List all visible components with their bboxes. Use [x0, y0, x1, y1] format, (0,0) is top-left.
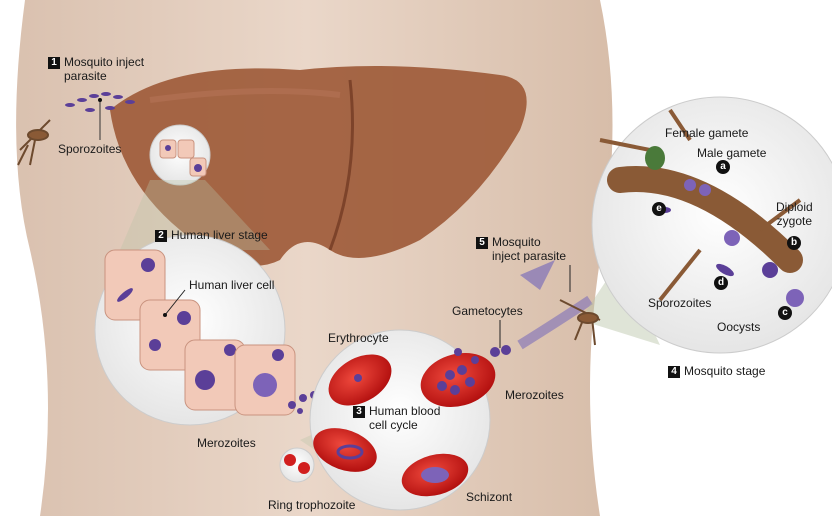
label-human-liver-cell: Human liver cell — [189, 278, 274, 292]
badge-a: a — [716, 160, 730, 174]
step-3-badge: 3 — [353, 406, 365, 418]
label-sporozoites-right: Sporozoites — [648, 296, 711, 310]
label-diploid-zygote: Diploid zygote — [776, 200, 813, 228]
step-2-text: Human liver stage — [171, 228, 268, 242]
liver-zoom-small — [150, 125, 210, 185]
step-4-badge: 4 — [668, 366, 680, 378]
label-male-gamete: Male gamete — [697, 146, 766, 160]
step-5-text-line1: Mosquito — [492, 235, 541, 249]
step-4-label: 4 Mosquito stage — [668, 364, 765, 378]
label-oocysts: Oocysts — [717, 320, 760, 334]
step-2-label: 2 Human liver stage — [155, 228, 268, 242]
step-3-text-line2: cell cycle — [369, 418, 418, 432]
badge-b: b — [787, 236, 801, 250]
step-5-label: 5 Mosquito inject parasite — [476, 235, 566, 263]
label-female-gamete: Female gamete — [665, 126, 748, 140]
label-ring-trophozoite: Ring trophozoite — [268, 498, 355, 512]
step-1-label: 1 Mosquito inject parasite — [48, 55, 144, 83]
label-erythrocyte: Erythrocyte — [328, 331, 389, 345]
step-5-badge: 5 — [476, 237, 488, 249]
badge-e: e — [652, 202, 666, 216]
badge-d: d — [714, 276, 728, 290]
step-1-text-line2: parasite — [64, 69, 107, 83]
label-merozoites-right: Merozoites — [505, 388, 564, 402]
label-diploid-zygote-line2: zygote — [777, 214, 812, 228]
step-1-text-line1: Mosquito inject — [64, 55, 144, 69]
label-schizont: Schizont — [466, 490, 512, 504]
step-1-badge: 1 — [48, 57, 60, 69]
label-diploid-zygote-line1: Diploid — [776, 200, 813, 214]
badge-c: c — [778, 306, 792, 320]
step-4-text: Mosquito stage — [684, 364, 765, 378]
label-gametocytes: Gametocytes — [452, 304, 523, 318]
step-3-label: 3 Human blood cell cycle — [353, 404, 440, 432]
step-3-text-line1: Human blood — [369, 404, 440, 418]
step-2-badge: 2 — [155, 230, 167, 242]
step-5-text-line2: inject parasite — [492, 249, 566, 263]
label-merozoites-left: Merozoites — [197, 436, 256, 450]
label-sporozoites-left: Sporozoites — [58, 142, 121, 156]
